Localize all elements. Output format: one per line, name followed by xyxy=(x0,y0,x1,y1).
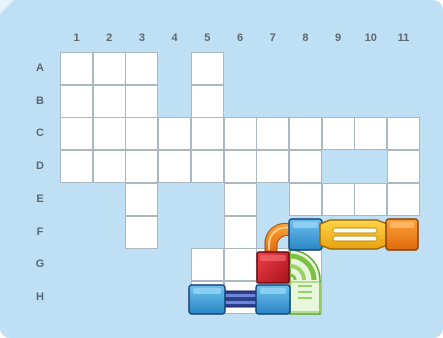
yellow-straight-tube[interactable] xyxy=(320,220,387,249)
orange-curve-tube[interactable] xyxy=(265,223,290,253)
orange-end-block[interactable] xyxy=(386,219,418,250)
green-curve-track[interactable] xyxy=(290,250,320,314)
blue-connector-block[interactable] xyxy=(256,285,290,314)
blue-connector-block[interactable] xyxy=(189,285,225,314)
navy-straight-tube[interactable] xyxy=(222,291,259,307)
red-cube-block[interactable] xyxy=(257,252,289,283)
blue-connector-block[interactable] xyxy=(289,219,322,250)
